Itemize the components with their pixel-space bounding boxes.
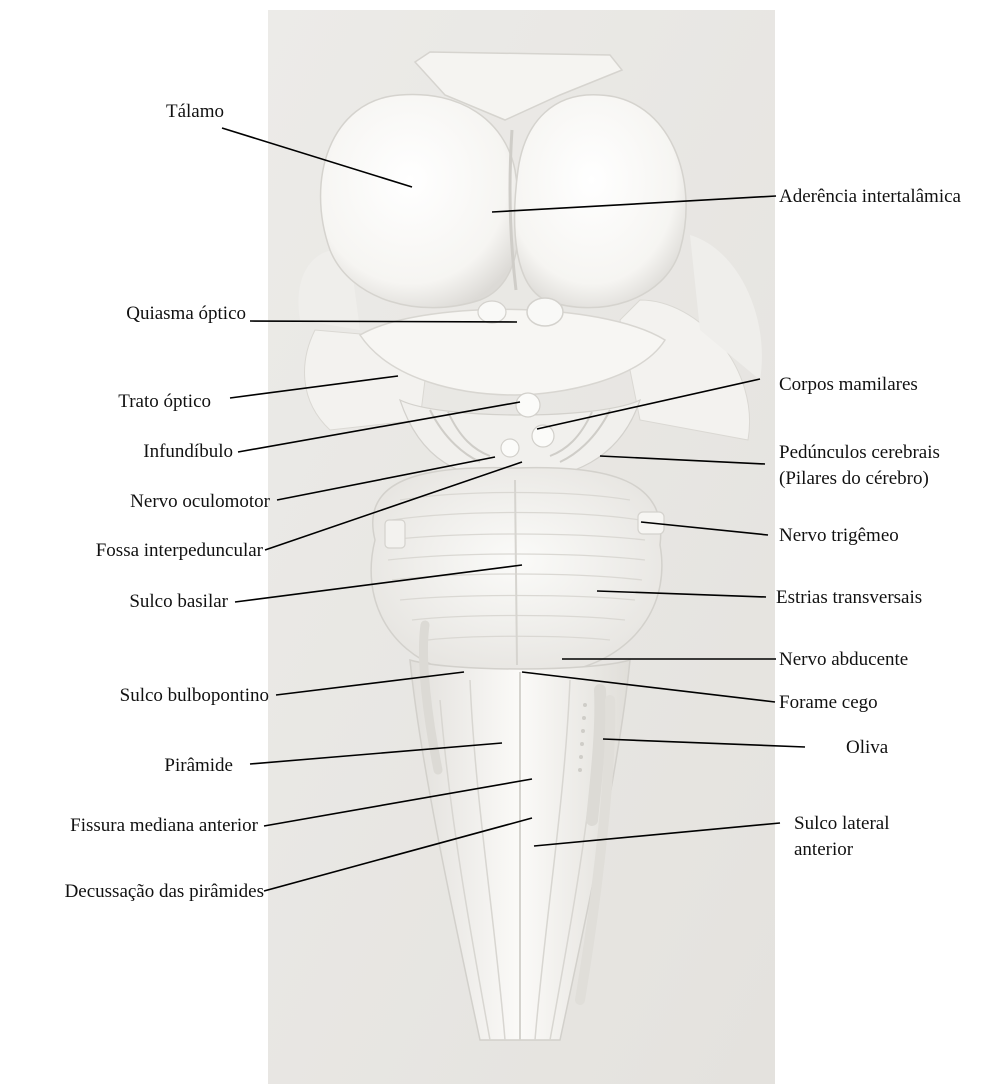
label-nervo-trigemeo: Nervo trigêmeo (779, 525, 899, 547)
label-aderencia-intertalamica: Aderência intertalâmica (779, 186, 961, 208)
leader-piramide (250, 743, 502, 764)
label-talamo: Tálamo (88, 101, 224, 123)
leader-pedunculos (600, 456, 765, 464)
leader-estrias (597, 591, 766, 597)
label-sulco-lateral: Sulco lateral (794, 813, 890, 835)
label-forame-cego: Forame cego (779, 692, 878, 714)
label-piramide: Pirâmide (40, 755, 233, 777)
label-sulco-lateral-anterior: anterior (794, 839, 853, 861)
leader-sulco-basilar (235, 565, 522, 602)
leader-decussacao (264, 818, 532, 891)
leader-oculomotor (277, 457, 495, 500)
leader-bulbopontino (276, 672, 464, 695)
label-decussacao-das-piramides: Decussação das pirâmides (6, 881, 264, 903)
leader-infundibulo (238, 402, 520, 452)
label-fossa-interpeduncular: Fossa interpeduncular (20, 540, 263, 562)
leader-talamo (222, 128, 412, 187)
leader-oliva (603, 739, 805, 747)
leader-quiasma (250, 321, 517, 322)
leader-mamilares (537, 379, 760, 429)
leader-fossa (265, 462, 522, 550)
leader-aderencia (492, 196, 776, 212)
leader-trigemeo (641, 522, 768, 535)
leader-trato (230, 376, 398, 398)
label-pedunculos-cerebrais: Pedúnculos cerebrais (779, 442, 940, 464)
label-quiasma-optico: Quiasma óptico (40, 303, 246, 325)
label-estrias-transversais: Estrias transversais (776, 587, 922, 609)
label-sulco-basilar: Sulco basilar (40, 591, 228, 613)
label-corpos-mamilares: Corpos mamilares (779, 374, 918, 396)
label-oliva: Oliva (846, 737, 888, 759)
label-nervo-oculomotor: Nervo oculomotor (40, 491, 270, 513)
label-sulco-bulbopontino: Sulco bulbopontino (40, 685, 269, 707)
leader-fissura (264, 779, 532, 826)
label-pilares-do-cerebro: (Pilares do cérebro) (779, 468, 929, 490)
label-trato-optico: Trato óptico (40, 391, 211, 413)
leader-sulco-lateral (534, 823, 780, 846)
label-nervo-abducente: Nervo abducente (779, 649, 908, 671)
leader-forame (522, 672, 775, 702)
label-infundibulo: Infundíbulo (40, 441, 233, 463)
label-fissura-mediana-anterior: Fissura mediana anterior (6, 815, 258, 837)
